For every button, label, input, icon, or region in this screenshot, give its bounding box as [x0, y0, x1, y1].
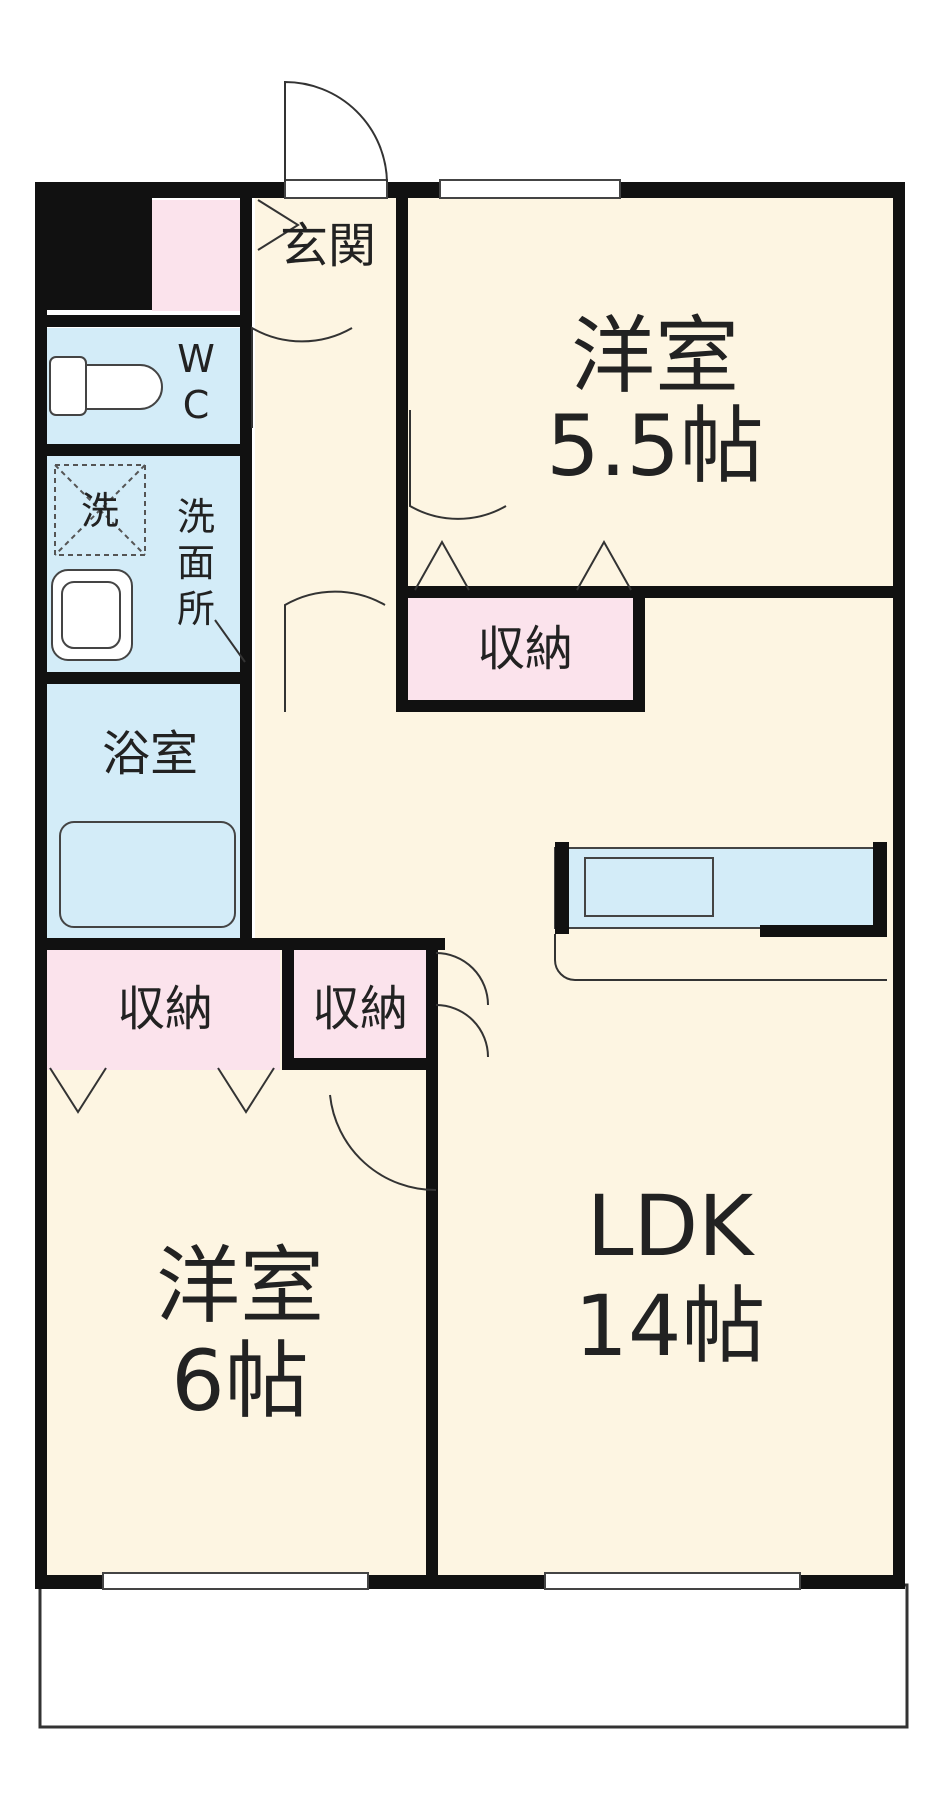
- front-door-swing: [284, 80, 388, 183]
- label-western-a-name: 洋室: [571, 307, 739, 405]
- toilet: [49, 356, 163, 416]
- label-washroom-1: 洗: [177, 495, 215, 539]
- balcony: [38, 1583, 909, 1729]
- label-storage-2: 収納: [117, 981, 213, 1037]
- label-wc-c: C: [183, 383, 210, 427]
- label-western-a-size: 5.5帖: [546, 397, 764, 495]
- label-washroom-2: 面: [177, 541, 215, 585]
- label-genkan: 玄関: [280, 218, 376, 274]
- windows: [102, 179, 801, 1590]
- label-bath: 浴室: [102, 726, 198, 782]
- washer-pan: [54, 464, 146, 556]
- room-western-5-5: [407, 190, 900, 592]
- kitchen-sink: [584, 857, 714, 917]
- storage-middle: [290, 950, 430, 1065]
- label-storage-1: 収納: [477, 621, 573, 677]
- entry-hall: [255, 190, 403, 712]
- wash-basin: [51, 569, 133, 661]
- storage-bedroom-a: [407, 592, 633, 704]
- label-western-b-size: 6帖: [171, 1332, 308, 1430]
- storage-left: [40, 950, 280, 1070]
- label-ldk-name: LDK: [587, 1177, 755, 1275]
- front-door-opening: [284, 179, 388, 199]
- label-ldk-size: 14帖: [575, 1277, 766, 1375]
- label-storage-3: 収納: [312, 981, 408, 1037]
- label-western-b-name: 洋室: [156, 1237, 324, 1335]
- bathtub: [59, 821, 236, 928]
- label-washroom-3: 所: [177, 587, 215, 631]
- storage-entry: [152, 200, 242, 311]
- room-western-6: [40, 1070, 438, 1582]
- label-wc-w: W: [177, 337, 215, 381]
- door-swings: [49, 199, 887, 1192]
- label-washer: 洗: [81, 489, 119, 533]
